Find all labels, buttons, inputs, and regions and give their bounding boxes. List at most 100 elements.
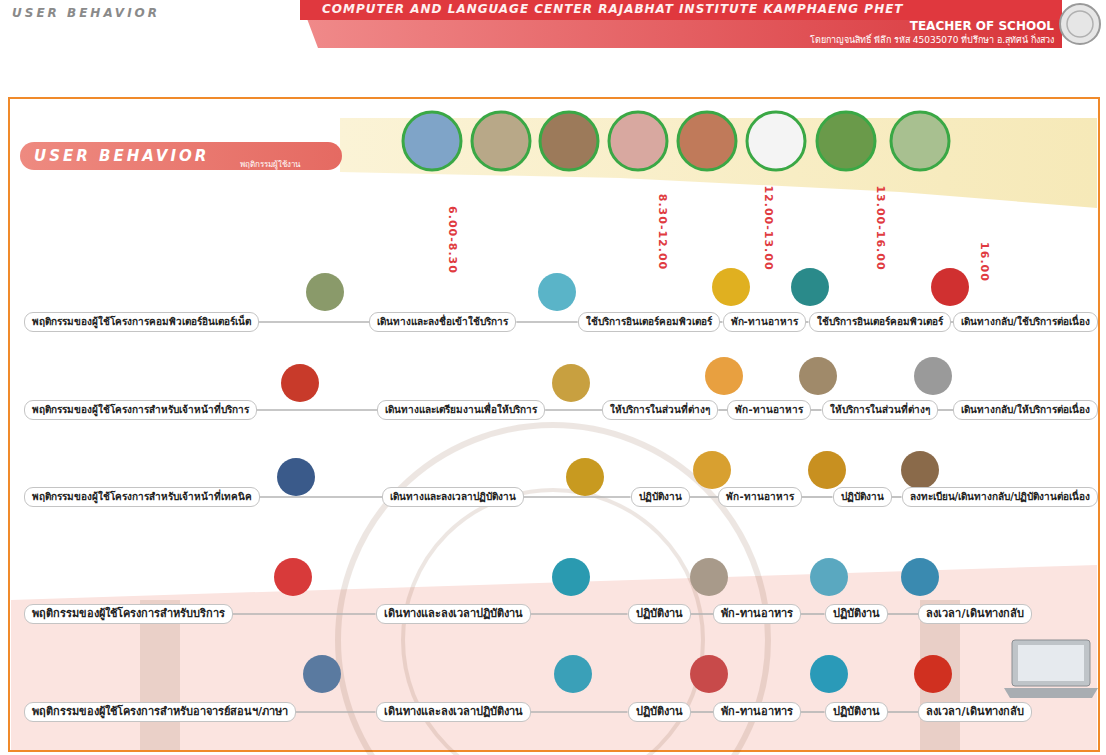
row-heading-box: พฤติกรรมของผู้ใช้โครงการสำหรับอาจารย์สอน… (24, 702, 296, 722)
activity-box: พัก-ทานอาหาร (718, 487, 801, 507)
header-strip (300, 0, 1062, 20)
flow-connector (545, 409, 602, 411)
activity-text: ปฏิบัติงาน (833, 705, 880, 719)
activity-text: พฤติกรรมของผู้ใช้โครงการสำหรับเจ้าหน้าที… (32, 403, 249, 417)
activity-box: ปฏิบัติงาน (825, 604, 888, 624)
activity-text: พฤติกรรมของผู้ใช้โครงการสำหรับอาจารย์สอน… (32, 705, 288, 719)
activity-box: พัก-ทานอาหาร (713, 604, 801, 624)
flow-connector (524, 496, 631, 498)
pink-band (11, 565, 1097, 750)
activity-text: พฤติกรรมของผู้ใช้โครงการสำหรับบริการ (32, 607, 225, 621)
seal-emblem (1060, 4, 1100, 44)
activity-box: เดินทางและเตรียมงานเพื่อให้บริการ (377, 400, 545, 420)
activity-text: ลงทะเบียน/เดินทางกลับ/ปฏิบัติงานต่อเนื่อ… (910, 490, 1090, 504)
activity-text: เดินทางและลงชื่อเข้าใช้บริการ (377, 315, 508, 329)
author-credit: โดยกาญจนสิทธิ์ พีลึก รหัส 45035070 ที่ปร… (810, 33, 1054, 47)
activity-box: ปฏิบัติงาน (833, 487, 892, 507)
activity-box: เดินทางและลงชื่อเข้าใช้บริการ (369, 312, 516, 332)
flow-connector (531, 613, 628, 615)
activity-box: ปฏิบัติงาน (628, 702, 691, 722)
activity-text: พัก-ทานอาหาร (726, 490, 793, 504)
activity-box: เดินทางและลงเวลาปฏิบัติงาน (382, 487, 524, 507)
time-label: 16.00 (978, 242, 991, 282)
activity-text: ให้บริการในส่วนที่ต่างๆ (610, 403, 710, 417)
row-heading-box: พฤติกรรมของผู้ใช้โครงการสำหรับเจ้าหน้าที… (24, 487, 260, 507)
flow-connector (691, 613, 714, 615)
activity-text: พฤติกรรมของผู้ใช้โครงการคอมพิวเตอร์อินเต… (32, 315, 251, 329)
flow-connector (801, 613, 825, 615)
row-heading-box: พฤติกรรมของผู้ใช้โครงการสำหรับบริการ (24, 604, 233, 624)
activity-box: พัก-ทานอาหาร (727, 400, 810, 420)
row-heading-box: พฤติกรรมของผู้ใช้โครงการสำหรับเจ้าหน้าที… (24, 400, 257, 420)
activity-box: ลงเวลา/เดินทางกลับ (918, 702, 1031, 722)
activity-box: ลงเวลา/เดินทางกลับ (918, 604, 1031, 624)
activity-box: เดินทางกลับ/ใช้บริการต่อเนื่อง (953, 312, 1098, 332)
corner-heading: USER BEHAVIOR (12, 6, 160, 20)
flow-connector (938, 409, 954, 411)
time-label: 6.00-8.30 (446, 206, 459, 274)
activity-text: ใช้บริการอินเตอร์คอมพิวเตอร์ (817, 315, 943, 329)
activity-text: ปฏิบัติงาน (636, 607, 683, 621)
activity-text: เดินทางและลงเวลาปฏิบัติงาน (390, 490, 516, 504)
activity-text: พัก-ทานอาหาร (721, 607, 793, 621)
activity-text: ปฏิบัติงาน (636, 705, 683, 719)
header-title: COMPUTER AND LANGUAGE CENTER RAJABHAT IN… (322, 2, 904, 16)
activity-box: ปฏิบัติงาน (628, 604, 691, 624)
flow-connector (888, 613, 919, 615)
title-subtext: พฤติกรรมผู้ใช้งาน (240, 158, 300, 171)
activity-text: ใช้บริการอินเตอร์คอมพิวเตอร์ (586, 315, 712, 329)
photo-circles-top (403, 112, 949, 170)
photo-circles-rows (274, 268, 969, 693)
flow-connector (801, 711, 825, 713)
activity-box: ให้บริการในส่วนที่ต่างๆ (822, 400, 938, 420)
row-heading-box: พฤติกรรมของผู้ใช้โครงการคอมพิวเตอร์อินเต… (24, 312, 259, 332)
activity-box: ให้บริการในส่วนที่ต่างๆ (602, 400, 718, 420)
activity-text: พฤติกรรมของผู้ใช้โครงการสำหรับเจ้าหน้าที… (32, 490, 252, 504)
activity-text: ลงเวลา/เดินทางกลับ (926, 607, 1023, 621)
flow-connector (892, 496, 902, 498)
activity-text: พัก-ทานอาหาร (731, 315, 798, 329)
flow-connector (531, 711, 628, 713)
activity-text: พัก-ทานอาหาร (735, 403, 802, 417)
flow-connector (296, 711, 375, 713)
time-label: 13.00-16.00 (874, 185, 887, 270)
activity-box: เดินทางและลงเวลาปฏิบัติงาน (376, 702, 531, 722)
seal-ring (1067, 11, 1093, 37)
flow-connector (811, 409, 822, 411)
time-label: 8.30-12.00 (656, 194, 669, 271)
header-band (300, 0, 1062, 48)
header-subtitle: TEACHER OF SCHOOL (910, 19, 1054, 33)
time-label: 12.00-13.00 (762, 185, 775, 270)
activity-box: พัก-ทานอาหาร (723, 312, 806, 332)
flow-connector (691, 711, 714, 713)
activity-text: ปฏิบัติงาน (841, 490, 884, 504)
activity-box: ปฏิบัติงาน (631, 487, 690, 507)
activity-box: ใช้บริการอินเตอร์คอมพิวเตอร์ (578, 312, 720, 332)
activity-text: ปฏิบัติงาน (833, 607, 880, 621)
flow-connector (257, 409, 377, 411)
activity-box: ปฏิบัติงาน (825, 702, 888, 722)
activity-box: ใช้บริการอินเตอร์คอมพิวเตอร์ (809, 312, 951, 332)
flow-connector (260, 496, 382, 498)
flow-connector (718, 409, 727, 411)
activity-text: เดินทางและลงเวลาปฏิบัติงาน (384, 607, 523, 621)
flow-connector (802, 496, 833, 498)
activity-text: ปฏิบัติงาน (639, 490, 682, 504)
activity-box: เดินทางกลับ/ให้บริการต่อเนื่อง (953, 400, 1098, 420)
flow-connector (690, 496, 719, 498)
activity-text: ลงเวลา/เดินทางกลับ (926, 705, 1023, 719)
activity-text: เดินทางกลับ/ให้บริการต่อเนื่อง (961, 403, 1090, 417)
flow-connector (888, 711, 919, 713)
activity-text: ให้บริการในส่วนที่ต่างๆ (830, 403, 930, 417)
activity-text: พัก-ทานอาหาร (721, 705, 793, 719)
flow-connector (259, 321, 369, 323)
laptop-illustration (1004, 640, 1098, 698)
activity-text: เดินทางกลับ/ใช้บริการต่อเนื่อง (961, 315, 1090, 329)
activity-box: เดินทางและลงเวลาปฏิบัติงาน (376, 604, 531, 624)
flow-connector (516, 321, 577, 323)
activity-text: เดินทางและลงเวลาปฏิบัติงาน (384, 705, 523, 719)
activity-box: ลงทะเบียน/เดินทางกลับ/ปฏิบัติงานต่อเนื่อ… (902, 487, 1098, 507)
activity-box: พัก-ทานอาหาร (713, 702, 801, 722)
